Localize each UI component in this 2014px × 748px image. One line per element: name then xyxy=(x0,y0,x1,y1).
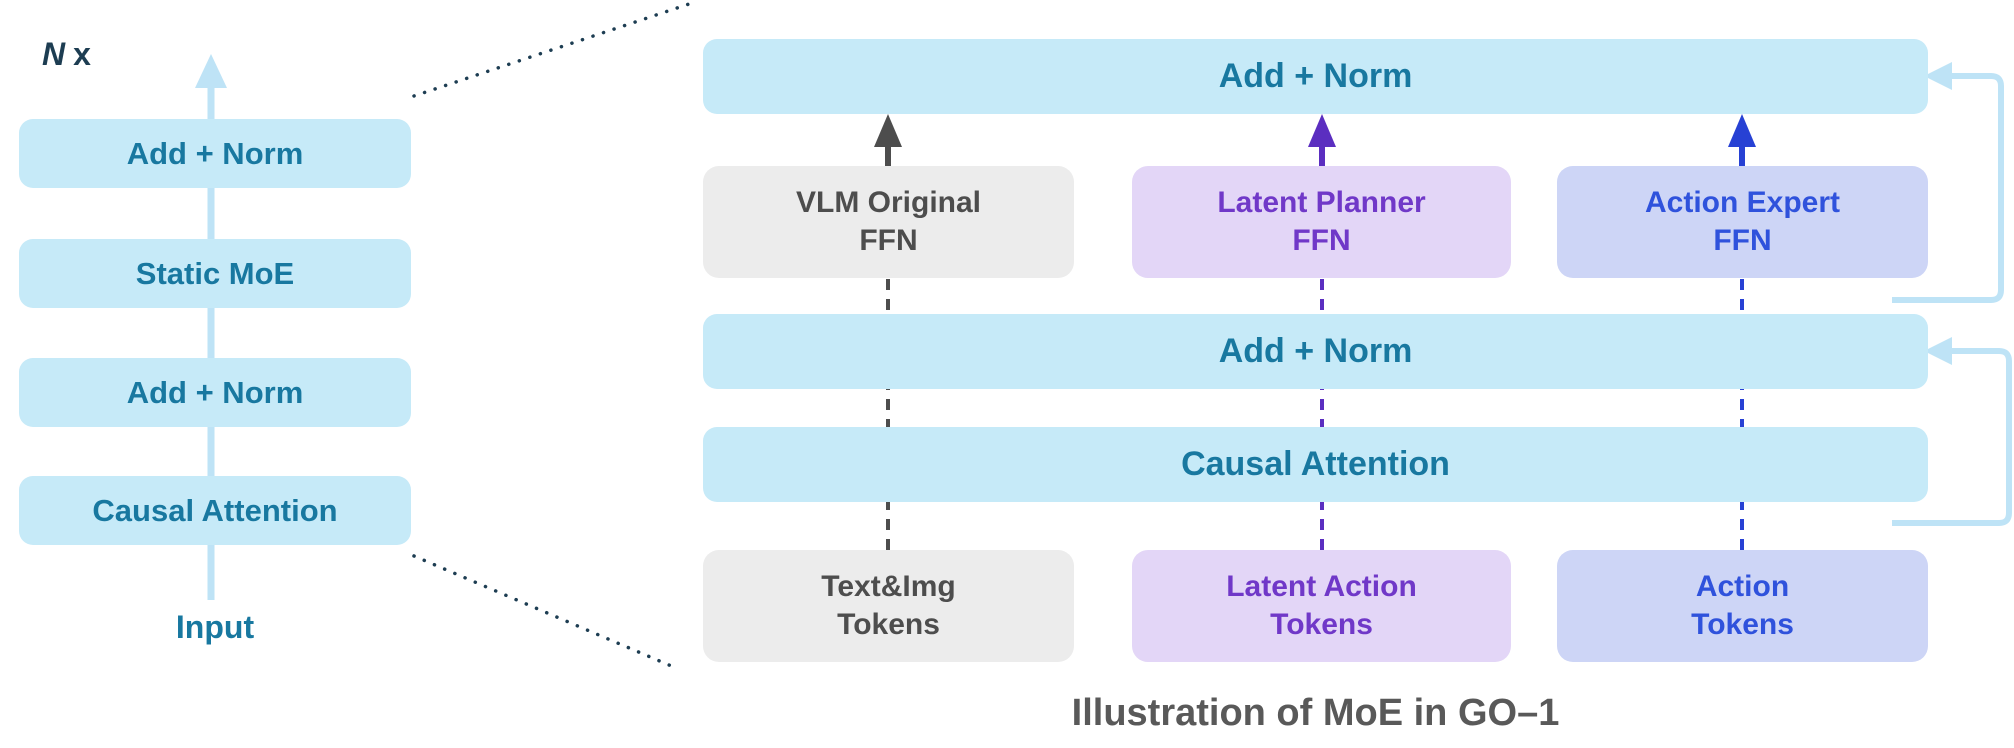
left-flow-arrow-head xyxy=(195,54,227,88)
latent-planner-ffn-box: Latent Planner FFN xyxy=(1132,166,1511,278)
action-tokens-line1: Action xyxy=(1695,570,1790,603)
repeat-count-n: N xyxy=(42,36,66,72)
action-tokens-line2: Tokens xyxy=(1691,608,1794,641)
mid-add-norm-bar: Add + Norm xyxy=(703,314,1928,389)
residual-arrow-head-bottom xyxy=(1924,337,1952,365)
residual-connection-top xyxy=(1892,73,2004,303)
latent-action-tokens-box: Latent Action Tokens xyxy=(1132,550,1511,662)
latent-action-tokens-line2: Tokens xyxy=(1270,608,1373,641)
mini-causal-attention-box: Causal Attention xyxy=(19,476,411,545)
mini-static-moe-box: Static MoE xyxy=(19,239,411,308)
figure-caption: Illustration of MoE in GO–1 xyxy=(1071,692,1560,734)
residual-arrow-head-top xyxy=(1924,62,1952,90)
latent-ffn-line2: FFN xyxy=(1292,224,1351,257)
input-label: Input xyxy=(175,608,255,645)
action-expert-ffn-box: Action Expert FFN xyxy=(1557,166,1928,278)
zoom-guide-line-bottom xyxy=(412,554,678,670)
repeat-count-x: x xyxy=(73,36,91,72)
action-ffn-line1: Action Expert xyxy=(1644,186,1841,219)
causal-attention-bar: Causal Attention xyxy=(703,427,1928,502)
vlm-ffn-line1: VLM Original xyxy=(795,186,981,219)
action-ffn-line2: FFN xyxy=(1713,224,1772,257)
text-img-tokens-line1: Text&Img xyxy=(821,570,956,603)
top-add-norm-bar: Add + Norm xyxy=(703,39,1928,114)
latent-ffn-line1: Latent Planner xyxy=(1217,186,1426,219)
zoom-guide-line-top xyxy=(412,1,694,98)
vlm-ffn-line2: FFN xyxy=(859,224,918,257)
latent-action-tokens-line1: Latent Action xyxy=(1226,570,1417,603)
mini-add-norm-top-box: Add + Norm xyxy=(19,119,411,188)
vlm-original-ffn-box: VLM Original FFN xyxy=(703,166,1074,278)
text-img-tokens-box: Text&Img Tokens xyxy=(703,550,1074,662)
action-ffn-arrow-head xyxy=(1728,114,1756,147)
vlm-ffn-arrow-head xyxy=(874,114,902,147)
latent-ffn-arrow-head xyxy=(1308,114,1336,147)
mini-add-norm-bottom-box: Add + Norm xyxy=(19,358,411,427)
action-tokens-box: Action Tokens xyxy=(1557,550,1928,662)
text-img-tokens-line2: Tokens xyxy=(837,608,940,641)
residual-connection-bottom xyxy=(1892,348,2012,526)
